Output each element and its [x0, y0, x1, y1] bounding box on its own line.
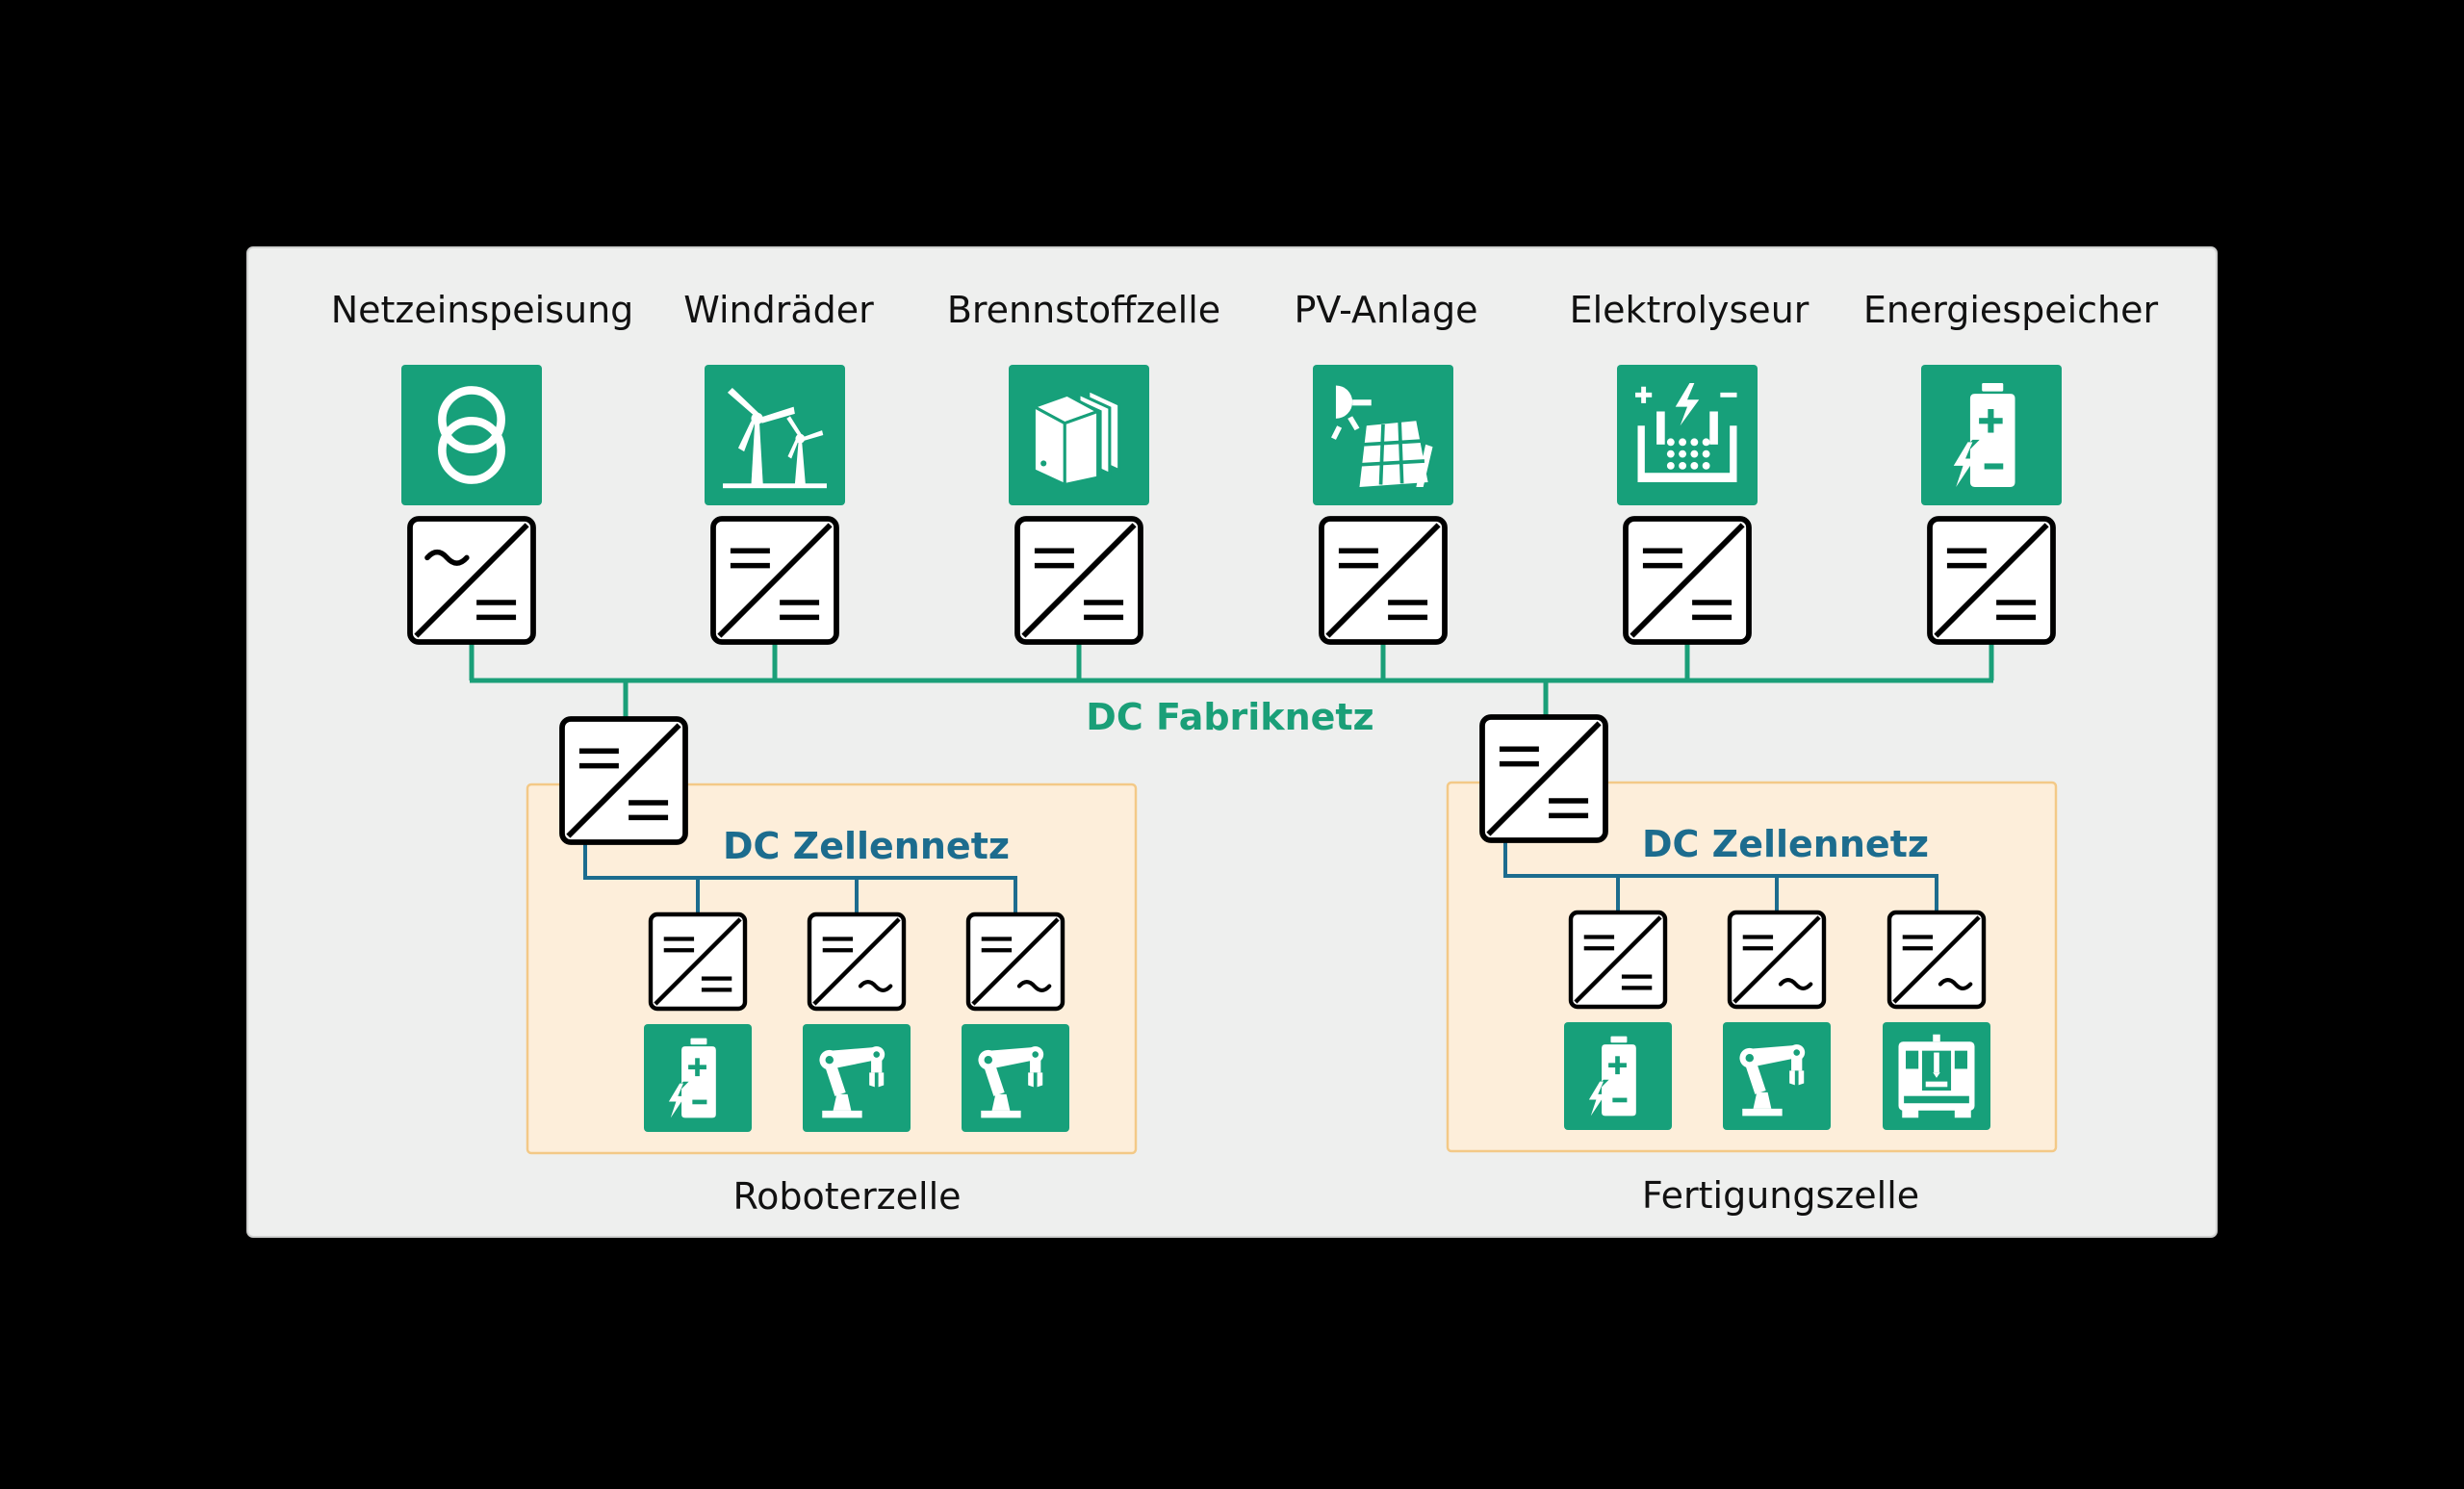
source-label-4: Elektrolyseur: [1570, 289, 1810, 331]
factory-bus-label: DC Fabriknetz: [1086, 696, 1373, 738]
source-icon-4: [1617, 365, 1758, 505]
source-icon-0: [401, 365, 542, 505]
converter-source-0: [407, 516, 536, 645]
load-icon-0-0: [644, 1024, 752, 1132]
converter-load-0-1: [807, 911, 907, 1012]
load-icon-0-1: [803, 1024, 911, 1132]
source-label-1: Windräder: [683, 289, 874, 331]
load-icon-1-0: [1564, 1022, 1672, 1130]
converter-cell-main-1: [1479, 714, 1608, 843]
source-icon-2: [1009, 365, 1149, 505]
icons-layer: [401, 365, 2062, 1132]
load-icon-0-2: [962, 1024, 1069, 1132]
converter-load-0-0: [648, 911, 748, 1012]
converter-load-1-2: [1886, 910, 1987, 1010]
converter-source-2: [1014, 516, 1143, 645]
source-label-3: PV-Anlage: [1295, 289, 1478, 331]
source-icon-1: [705, 365, 845, 505]
cell-name-1: Fertigungszelle: [1642, 1174, 1919, 1217]
converter-cell-main-0: [559, 716, 688, 845]
converter-source-5: [1927, 516, 2056, 645]
source-icon-5: [1921, 365, 2062, 505]
converters-layer: [407, 516, 2056, 1012]
source-icon-3: [1313, 365, 1453, 505]
converter-load-0-2: [965, 911, 1065, 1012]
converter-source-3: [1319, 516, 1448, 645]
source-label-2: Brennstoffzelle: [947, 289, 1220, 331]
converter-load-1-1: [1727, 910, 1827, 1010]
wires-layer: [469, 642, 1994, 914]
converter-load-1-0: [1568, 910, 1668, 1010]
cell-bus-label-1: DC Zellennetz: [1642, 823, 1929, 865]
source-label-0: Netzeinspeisung: [331, 289, 634, 331]
cell-bus-label-0: DC Zellennetz: [723, 825, 1010, 867]
load-icon-1-2: [1883, 1022, 1990, 1130]
cell-name-0: Roboterzelle: [732, 1175, 961, 1218]
source-label-5: Energiespeicher: [1863, 289, 2159, 331]
converter-source-4: [1623, 516, 1752, 645]
converter-source-1: [710, 516, 839, 645]
load-icon-1-1: [1723, 1022, 1831, 1130]
